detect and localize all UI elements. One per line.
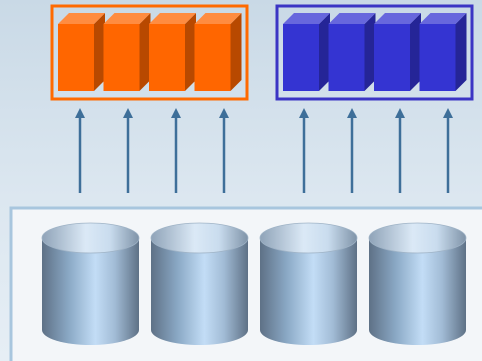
storage-cylinder (41, 222, 140, 345)
block (419, 13, 467, 91)
block (283, 13, 330, 91)
block (103, 13, 151, 91)
block (58, 13, 105, 91)
orange-group-frame (50, 4, 249, 101)
orange-block-group (58, 13, 242, 91)
block (194, 13, 242, 91)
blue-block-group (283, 13, 467, 91)
blue-group-frame (275, 4, 474, 101)
block (149, 13, 196, 91)
block (328, 13, 376, 91)
storage-cylinder (150, 222, 249, 346)
arrow-group (75, 108, 453, 193)
storage-cylinder-group (41, 222, 467, 346)
block (374, 13, 421, 91)
storage-cylinder (259, 222, 358, 346)
storage-cylinder (368, 222, 467, 345)
